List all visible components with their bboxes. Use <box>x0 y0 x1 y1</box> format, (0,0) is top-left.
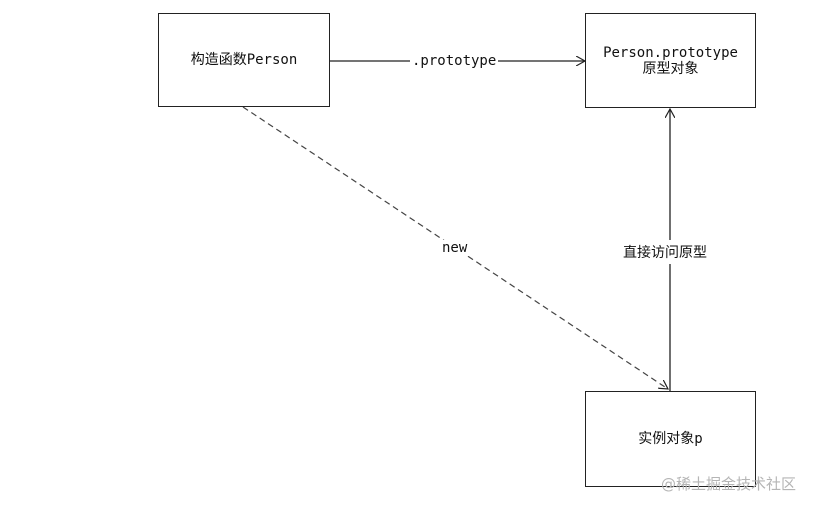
instance-p-box: 实例对象p <box>585 391 756 487</box>
person-prototype-label: Person.prototype <box>603 44 738 61</box>
direct-access-edge-label: 直接访问原型 <box>621 240 709 264</box>
constructor-person-label: 构造函数Person <box>190 52 298 68</box>
instance-p-label: 实例对象p <box>638 431 703 447</box>
person-prototype-box: Person.prototype 原型对象 <box>585 13 756 108</box>
prototype-edge-label: .prototype <box>410 53 499 69</box>
watermark-text: @稀土掘金技术社区 <box>660 475 796 493</box>
constructor-person-box: 构造函数Person <box>158 13 330 107</box>
new-edge-label: new <box>440 240 470 256</box>
prototype-object-label: 原型对象 <box>642 60 699 77</box>
